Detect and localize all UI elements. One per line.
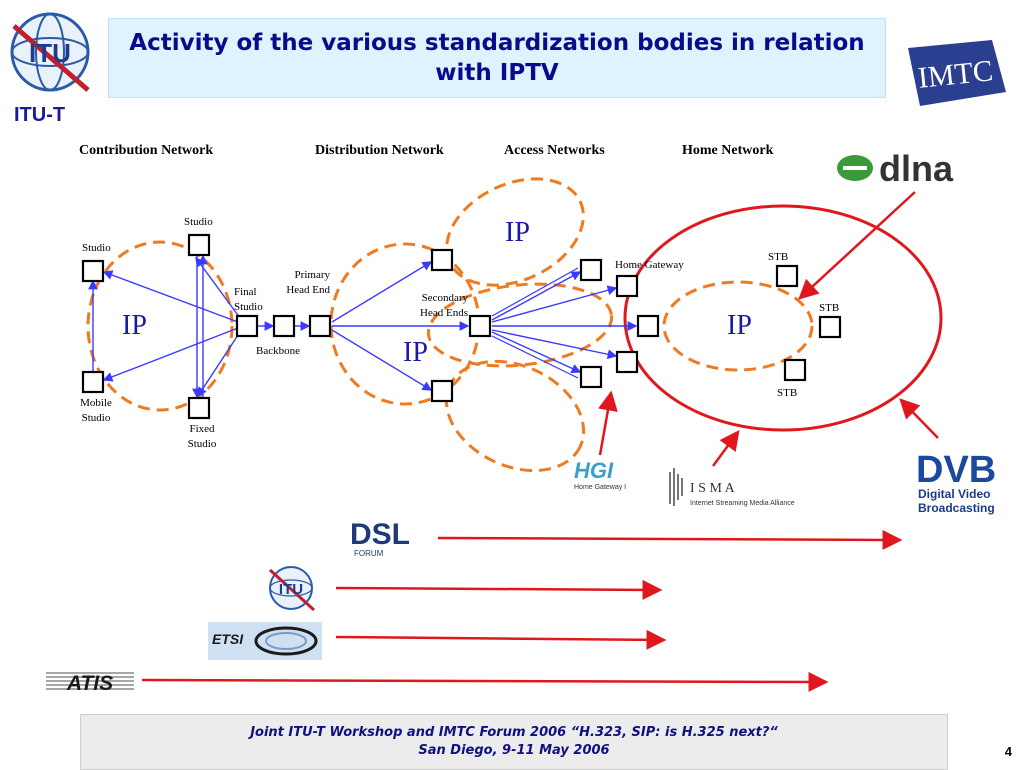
node-studio-left — [81, 259, 105, 283]
isma-logo: I S M A Internet Streaming Media Allianc… — [662, 464, 822, 510]
ip-label-contribution: IP — [122, 310, 147, 341]
footer-line-2: San Diego, 9-11 May 2006 — [418, 743, 610, 758]
node-stb-right — [818, 315, 842, 339]
column-contribution-network: Contribution Network — [79, 143, 214, 158]
arrow-etsi — [335, 629, 667, 650]
label-home-gateway: Home Gateway — [615, 259, 684, 271]
node-stb-top — [775, 264, 799, 288]
dsl-forum-logo: DSL FORUM — [344, 514, 432, 560]
ip-cloud-contribution — [86, 240, 234, 412]
label-mobile-studio: Mobile Studio — [80, 397, 112, 424]
svg-text:Digital Video: Digital Video — [918, 487, 990, 501]
svg-text:DSL: DSL — [350, 518, 410, 551]
svg-text:I S M A: I S M A — [690, 481, 736, 496]
etsi-logo: ETSI — [208, 622, 322, 660]
atis-logo: ATIS — [44, 668, 136, 696]
node-final-studio — [235, 314, 259, 338]
label-final-studio: Final Studio — [234, 286, 263, 313]
label-backbone: Backbone — [256, 345, 300, 357]
itu-t-label: ITU-T — [14, 104, 66, 126]
ip-cloud-distribution — [329, 242, 481, 406]
itu-small-logo: ITU — [262, 562, 320, 614]
label-fixed-studio: Fixed Studio — [187, 423, 217, 450]
ip-cloud-home — [662, 280, 814, 372]
node-studio-top — [187, 233, 211, 257]
itu-logo: ITU — [4, 6, 96, 102]
hgi-logo: HGI Home Gateway I — [572, 458, 662, 492]
ip-label-access: IP — [505, 217, 530, 248]
node-primary-head-end — [308, 314, 332, 338]
node-access-bottom — [579, 365, 603, 389]
node-home-gateway — [615, 274, 639, 298]
svg-text:ITU: ITU — [29, 38, 71, 68]
dvb-logo: DVB Digital Video Broadcasting — [912, 446, 1012, 518]
footer: Joint ITU-T Workshop and IMTC Forum 2006… — [80, 714, 948, 770]
svg-text:ETSI: ETSI — [212, 631, 244, 647]
svg-text:Home Gateway I: Home Gateway I — [574, 484, 626, 491]
svg-text:HGI: HGI — [574, 458, 614, 483]
node-distribution-bottom — [430, 379, 454, 403]
ip-cloud-access-middle — [426, 282, 614, 368]
node-secondary-head-end — [468, 314, 492, 338]
arrow-atis — [141, 671, 829, 692]
svg-text:Internet Streaming Media Allia: Internet Streaming Media Alliance — [690, 500, 795, 507]
label-stb-right: STB — [819, 302, 840, 314]
ip-label-distribution: IP — [403, 337, 428, 368]
svg-text:ITU: ITU — [279, 581, 303, 598]
label-stb-top: STB — [768, 251, 789, 263]
column-access-networks: Access Networks — [504, 143, 605, 158]
node-mobile-studio — [81, 370, 105, 394]
arrow-isma — [711, 429, 740, 467]
node-backbone — [272, 314, 296, 338]
node-home-gateway-2 — [615, 350, 639, 374]
svg-text:FORUM: FORUM — [354, 549, 384, 558]
svg-text:ATIS: ATIS — [66, 672, 113, 695]
title-box: Activity of the various standardization … — [108, 18, 886, 98]
svg-text:IMTC: IMTC — [916, 54, 994, 95]
page-number: 4 — [1004, 744, 1012, 759]
node-access-top — [579, 258, 603, 282]
label-primary-head-end: Primary Head End — [286, 269, 330, 296]
label-secondary-head-ends: Secondary Head Ends — [420, 292, 468, 319]
label-stb-bottom: STB — [777, 387, 798, 399]
svg-text:dlna: dlna — [879, 148, 954, 188]
arrow-hgi — [598, 390, 618, 456]
column-distribution-network: Distribution Network — [315, 143, 444, 158]
node-stb-bottom — [783, 358, 807, 382]
ip-label-home: IP — [727, 310, 752, 341]
svg-text:DVB: DVB — [916, 449, 996, 491]
footer-line-1: Joint ITU-T Workshop and IMTC Forum 2006… — [250, 725, 778, 740]
svg-text:Broadcasting: Broadcasting — [918, 501, 995, 515]
column-home-network: Home Network — [682, 143, 774, 158]
node-fixed-studio — [187, 396, 211, 420]
node-distribution-top — [430, 248, 454, 272]
slide-title: Activity of the various standardization … — [129, 30, 865, 86]
node-access-middle — [636, 314, 660, 338]
arrow-dlna — [798, 191, 916, 300]
arrow-itu — [335, 579, 663, 600]
label-studio-top: Studio — [184, 216, 213, 228]
dlna-logo: dlna — [833, 148, 1001, 189]
label-studio-left: Studio — [82, 242, 111, 254]
arrow-dvb — [899, 398, 939, 439]
home-network-circle — [623, 204, 943, 432]
imtc-logo: IMTC — [902, 40, 1010, 108]
arrow-dsl-forum — [437, 529, 903, 550]
